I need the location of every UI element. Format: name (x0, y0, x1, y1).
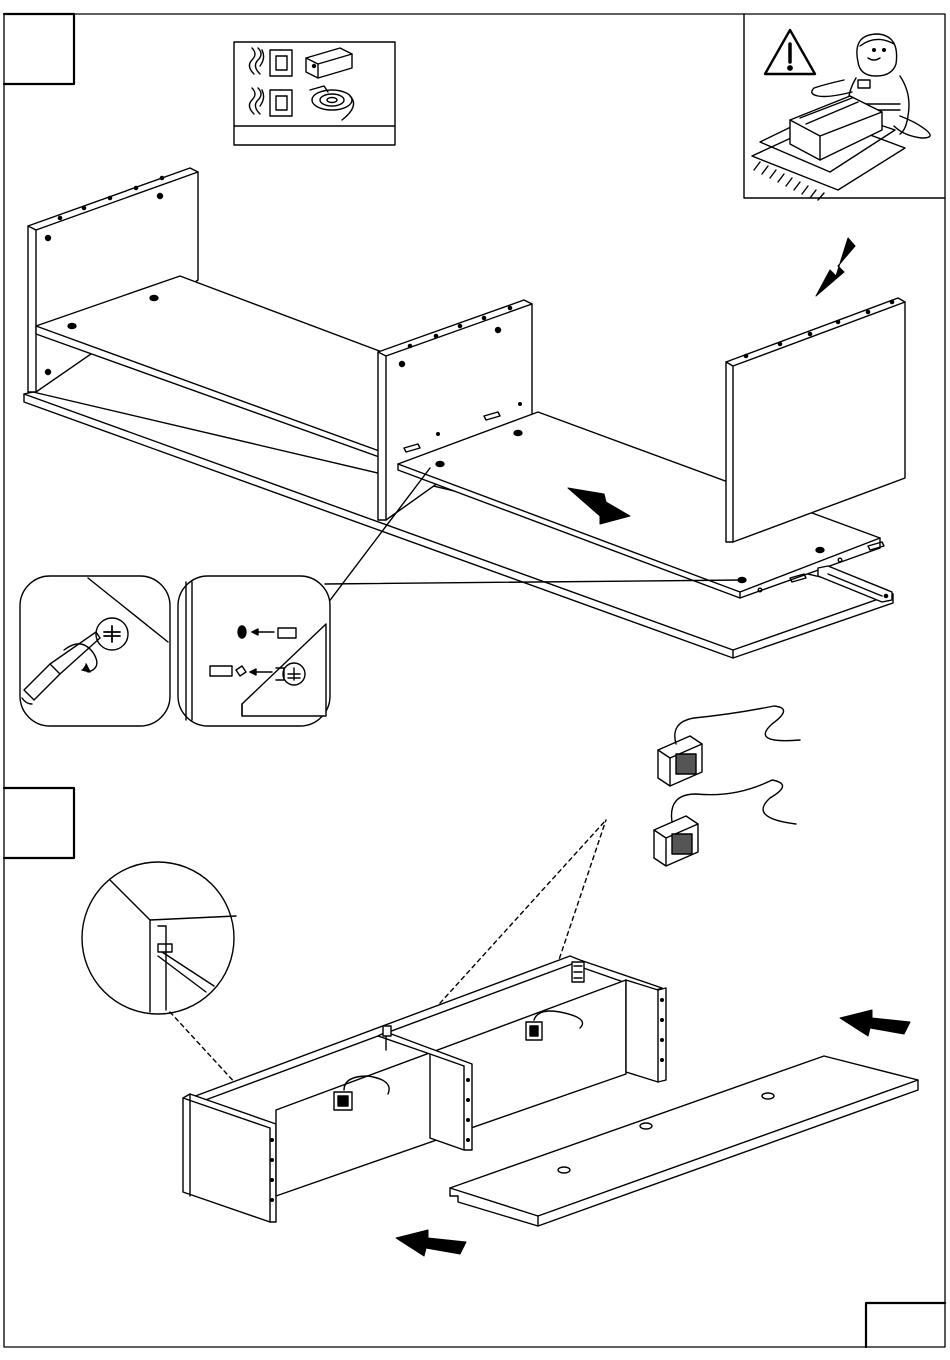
step-2-number-box (4, 788, 74, 858)
insert-arrow-down-left (816, 238, 855, 296)
warning-triangle-icon (765, 30, 815, 74)
right-side-panel (726, 298, 905, 542)
dowel-cam-detail-circle (178, 576, 330, 726)
cable-coil-pictogram (310, 86, 354, 120)
page-number-box (866, 1303, 945, 1347)
insert-arrow-left (840, 1010, 910, 1036)
ventilation-grille-1 (658, 706, 800, 786)
safety-notice-box (744, 14, 945, 200)
hinge-pictogram (249, 48, 292, 116)
step-1-number-box (4, 14, 74, 84)
drawer-pull-pictogram (306, 48, 352, 78)
ventilation-grille-2 (654, 780, 796, 866)
step-2-assembly (82, 706, 918, 1256)
insert-arrow-left (396, 1230, 466, 1256)
screwdriver-detail-circle (20, 576, 170, 726)
corner-joint-detail-circle (82, 862, 236, 1014)
hardware-box (234, 42, 395, 145)
carpet-and-box-icon (752, 96, 905, 200)
